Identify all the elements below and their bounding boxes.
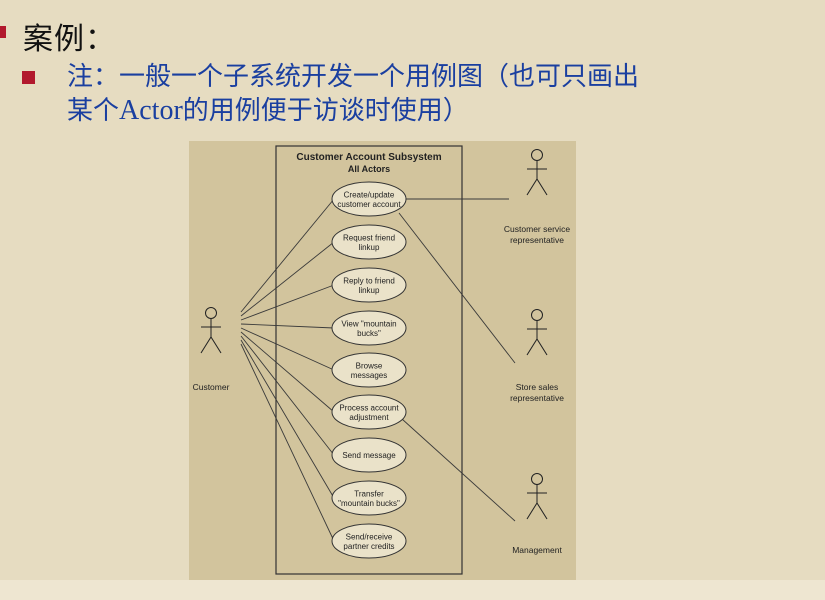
association-line — [401, 418, 516, 522]
use-case-label: bucks" — [357, 329, 381, 338]
actor-leg — [526, 338, 538, 356]
actor-leg — [526, 502, 538, 520]
actor-mgmt: Management — [512, 473, 562, 555]
page-heading: 案例： — [23, 22, 116, 57]
use-case-label: messages — [351, 371, 387, 380]
note-line2-suffix: 的用例便于访谈时使用） — [182, 96, 469, 126]
use-case-label: Browse — [356, 361, 383, 370]
association-line — [240, 327, 335, 371]
actor-label: representative — [510, 393, 564, 403]
use-case-label: Send/receive — [346, 532, 393, 541]
actor-label: Customer — [193, 382, 230, 392]
use-case-label: customer account — [337, 200, 401, 209]
actor-head — [205, 307, 217, 319]
note-line2-prefix: 某个 — [67, 96, 120, 126]
use-case-ellipse — [331, 267, 407, 303]
actor-label: Customer service — [504, 224, 570, 234]
actor-leg — [536, 502, 548, 520]
bottom-band — [0, 580, 825, 600]
use-case-diagram: Customer Account Subsystem All Actors Cr… — [189, 141, 576, 580]
association-line — [240, 339, 335, 499]
note-text: 注：一般一个子系统开发一个用例图（也可只画出 某个Actor的用例便于访谈时使用… — [67, 61, 807, 128]
note-line2-latin: Actor — [119, 95, 183, 126]
actor-leg — [200, 336, 212, 354]
actor-label: representative — [510, 235, 564, 245]
note-bullet — [22, 71, 35, 84]
use-case-label: Send message — [342, 451, 396, 460]
use-case-label: Request friend — [343, 233, 395, 242]
use-case: Transfer"mountain bucks" — [331, 480, 407, 516]
association-line — [240, 331, 335, 413]
use-case-label: "mountain bucks" — [338, 499, 400, 508]
note-line1: 注：一般一个子系统开发一个用例图（也可只画出 — [67, 62, 640, 92]
subsystem-title: Customer Account Subsystem — [296, 152, 441, 163]
use-case-ellipse — [331, 181, 407, 217]
use-case-label: adjustment — [349, 413, 389, 422]
actor-customer: Customer — [193, 307, 230, 392]
use-case-label: linkup — [359, 243, 380, 252]
use-case-ellipse — [331, 523, 407, 559]
association-line — [240, 343, 335, 542]
use-case-ellipse — [331, 352, 407, 388]
use-case-label: linkup — [359, 286, 380, 295]
association-line — [240, 284, 335, 321]
association-line — [240, 198, 335, 313]
use-case-ellipse — [331, 394, 407, 430]
use-case-label: Reply to friend — [343, 276, 395, 285]
use-case-label: Create/update — [344, 190, 395, 199]
actor-leg — [536, 338, 548, 356]
actor-label: Store sales — [516, 382, 559, 392]
actor-head — [531, 473, 543, 485]
use-case-ellipse — [331, 224, 407, 260]
actor-head — [531, 149, 543, 161]
association-line — [240, 323, 335, 329]
subsystem-boundary — [275, 145, 463, 575]
actor-leg — [210, 336, 222, 354]
actor-head — [531, 309, 543, 321]
use-case-ellipse — [331, 480, 407, 516]
actor-leg — [536, 178, 548, 196]
association-line — [240, 335, 335, 456]
use-case-ellipse — [331, 437, 407, 473]
use-case-ellipse — [331, 310, 407, 346]
use-case: Send message — [331, 437, 407, 473]
use-case-label: Process account — [339, 403, 399, 412]
association-line — [240, 241, 335, 317]
use-case-diagram-canvas: Customer Account Subsystem All Actors Cr… — [193, 145, 570, 575]
subsystem-subtitle: All Actors — [348, 164, 390, 174]
association-line — [398, 212, 516, 364]
heading-bullet — [0, 26, 6, 38]
use-case-label: partner credits — [343, 542, 394, 551]
actor-leg — [526, 178, 538, 196]
use-case-label: View "mountain — [341, 319, 396, 328]
actor-label: Management — [512, 545, 562, 555]
use-case-label: Transfer — [354, 489, 384, 498]
